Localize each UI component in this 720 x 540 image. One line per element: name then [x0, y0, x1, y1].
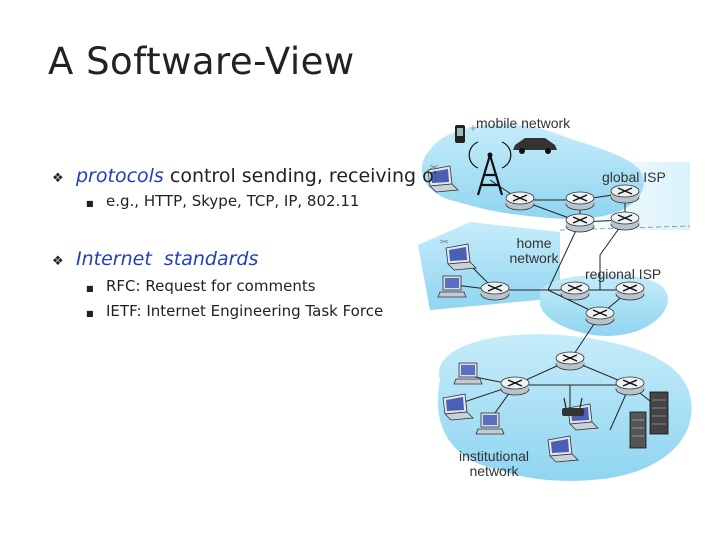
square-bullet-icon: ■: [86, 284, 94, 293]
institutional-network-label-line2: network: [469, 463, 519, 479]
router: [565, 213, 595, 233]
sub-bullet-ietf: ■ IETF: Internet Engineering Task Force: [86, 302, 383, 320]
bullet-protocols-emphasis: protocols: [76, 165, 164, 187]
regional-isp-cloud: [540, 274, 668, 336]
institutional-network-label: institutional network: [444, 449, 544, 479]
cell-tower-icon: [468, 141, 512, 196]
router: [615, 376, 645, 396]
global-isp-label: global ISP: [602, 169, 666, 185]
router: [555, 351, 585, 371]
institutional-network-cloud: [437, 334, 692, 481]
bullet-protocols-rest: control sending, receiving of messages: [169, 165, 436, 187]
router: [500, 376, 530, 396]
bullet-standards-emphasis: Internet standards: [76, 248, 259, 270]
wireless-access-point-icon: [562, 397, 584, 416]
sub-bullet-text: RFC: Request for comments: [106, 277, 316, 295]
sub-bullet-text: e.g., HTTP, Skype, TCP, IP, 802.11: [106, 192, 360, 210]
router: [585, 306, 615, 326]
bullet-internet-standards: ❖ Internet standards: [52, 248, 258, 270]
bullet-protocols-text: protocols control sending, receiving of …: [76, 165, 436, 187]
router: [565, 191, 595, 211]
router: [505, 191, 535, 211]
slide-title: A Software-View: [48, 40, 355, 83]
square-bullet-icon: ■: [86, 199, 94, 208]
home-network-label-line2: network: [509, 250, 559, 266]
sub-bullet-text: IETF: Internet Engineering Task Force: [106, 302, 384, 320]
mobile-network-label: mobile network: [476, 115, 571, 131]
server-rack-icon: [629, 391, 669, 449]
sub-bullet-protocol-examples: ■ e.g., HTTP, Skype, TCP, IP, 802.11: [86, 192, 359, 210]
router: [610, 184, 640, 204]
home-network-label-line1: home: [516, 235, 552, 251]
institutional-network-label-line1: institutional: [458, 448, 530, 464]
bullet-protocols: ❖ protocols control sending, receiving o…: [52, 165, 436, 187]
regional-isp-label: regional ISP: [585, 266, 662, 282]
diamond-bullet-icon: ❖: [52, 171, 64, 186]
diamond-bullet-icon: ❖: [52, 254, 64, 269]
router: [610, 211, 640, 231]
router: [480, 281, 510, 301]
home-network-label: home network: [504, 236, 564, 266]
phone-icon: [455, 125, 465, 143]
router: [615, 281, 645, 301]
square-bullet-icon: ■: [86, 309, 94, 318]
car-icon: [513, 138, 557, 154]
sub-bullet-rfc: ■ RFC: Request for comments: [86, 277, 316, 295]
router: [560, 281, 590, 301]
